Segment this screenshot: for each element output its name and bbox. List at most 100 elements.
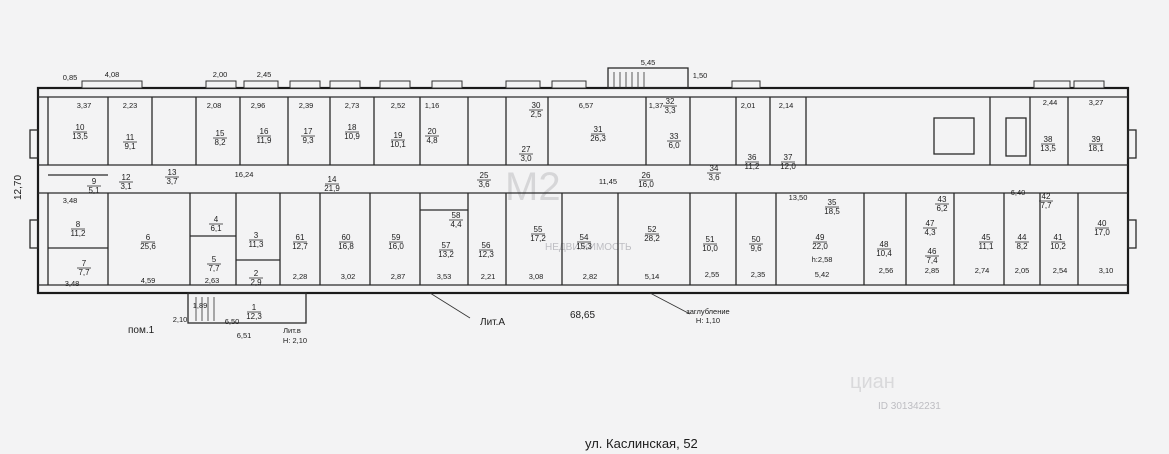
room-30-number: 30 <box>532 101 541 110</box>
room-39-area: 18,1 <box>1088 144 1104 153</box>
room-30-area: 2,5 <box>530 110 542 119</box>
svg-text:2,23: 2,23 <box>123 101 138 110</box>
room-40-number: 40 <box>1098 219 1107 228</box>
interior-walls <box>38 96 1128 286</box>
overall-length: 68,65 <box>570 310 595 321</box>
room-13-area: 3,7 <box>166 177 178 186</box>
room-36-number: 36 <box>748 153 757 162</box>
svg-text:11,45: 11,45 <box>599 177 617 186</box>
svg-text:2,87: 2,87 <box>391 272 406 281</box>
room-58-area: 4,4 <box>450 220 462 229</box>
watermark-brand: циан <box>850 371 895 393</box>
room-31-area: 26,3 <box>590 134 606 143</box>
room-15-number: 15 <box>216 129 225 138</box>
watermark-id: ID 301342231 <box>878 401 941 412</box>
room-6-area: 25,6 <box>140 242 156 251</box>
east-bay-1 <box>1127 129 1137 159</box>
zagl-label: заглубление <box>686 307 729 316</box>
svg-text:2,45: 2,45 <box>257 70 272 79</box>
room-46-area: 7,4 <box>926 256 938 265</box>
svg-text:3,37: 3,37 <box>77 101 92 110</box>
room-3-number: 3 <box>254 231 259 240</box>
room-31-number: 31 <box>594 125 603 134</box>
porch-treads <box>195 297 215 321</box>
svg-text:2,14: 2,14 <box>779 101 794 110</box>
svg-text:2,21: 2,21 <box>481 272 496 281</box>
room-43-area: 6,2 <box>936 204 948 213</box>
room-15-area: 8,2 <box>214 138 226 147</box>
lit-a-label: Лит.А <box>480 317 505 328</box>
svg-text:2,35: 2,35 <box>751 270 766 279</box>
svg-text:6,50: 6,50 <box>225 317 240 326</box>
svg-text:2,63: 2,63 <box>205 276 220 285</box>
address: ул. Каслинская, 52 <box>585 436 698 451</box>
svg-text:2,73: 2,73 <box>345 101 360 110</box>
room-56-area: 12,3 <box>478 250 494 259</box>
lit-a-leader <box>429 292 471 319</box>
room-37-area: 12,0 <box>780 162 796 171</box>
room-46-number: 46 <box>928 247 937 256</box>
room-38-number: 38 <box>1044 135 1053 144</box>
room-27-area: 3,0 <box>520 154 532 163</box>
room-38-area: 13,5 <box>1040 144 1056 153</box>
stair-top <box>607 67 689 89</box>
room-42-number: 42 <box>1042 192 1051 201</box>
room-12-number: 12 <box>122 173 131 182</box>
north-windows <box>81 80 1105 89</box>
svg-text:2,82: 2,82 <box>583 272 598 281</box>
room-8-area: 11,2 <box>71 229 87 238</box>
zagl-height: Н: 1,10 <box>696 316 720 325</box>
svg-text:3,48: 3,48 <box>65 279 80 288</box>
room-1-number: 1 <box>252 303 257 312</box>
pom-label: пом.1 <box>128 325 155 336</box>
room-34-area: 3,6 <box>708 173 720 182</box>
room-59-number: 59 <box>392 233 401 242</box>
room-33-number: 33 <box>670 132 679 141</box>
room-52-number: 52 <box>648 225 657 234</box>
room-47-area: 4,3 <box>924 228 936 237</box>
room-57-number: 57 <box>442 241 451 250</box>
room-45-area: 11,1 <box>979 242 995 251</box>
room-44-number: 44 <box>1018 233 1027 242</box>
room-33-area: 6,0 <box>668 141 680 150</box>
room-4-number: 4 <box>214 215 219 224</box>
svg-text:2,85: 2,85 <box>925 266 940 275</box>
room-40-area: 17,0 <box>1094 228 1110 237</box>
svg-text:5,14: 5,14 <box>645 272 660 281</box>
room-60-number: 60 <box>342 233 351 242</box>
room-2-area: 2,9 <box>250 278 262 287</box>
room-59-area: 16,0 <box>388 242 404 251</box>
svg-text:1,37: 1,37 <box>649 101 664 110</box>
room-10-number: 10 <box>76 123 85 132</box>
room-47-number: 47 <box>926 219 935 228</box>
svg-text:2,54: 2,54 <box>1053 266 1068 275</box>
room-43-number: 43 <box>938 195 947 204</box>
room-1-area: 12,3 <box>246 312 262 321</box>
svg-text:6,57: 6,57 <box>579 101 594 110</box>
svg-text:2,05: 2,05 <box>1015 266 1030 275</box>
east-stair <box>1005 117 1027 157</box>
room-20-area: 4,8 <box>426 136 438 145</box>
room-27-number: 27 <box>522 145 531 154</box>
room-56-number: 56 <box>482 241 491 250</box>
room-54-area: 15,3 <box>576 242 592 251</box>
room-6-number: 6 <box>146 233 151 242</box>
dimension-labels: 0,85 4,08 2,00 2,45 5,45 1,50 3,37 2,23 … <box>63 58 1114 340</box>
svg-text:3,02: 3,02 <box>341 272 356 281</box>
svg-text:5,45: 5,45 <box>641 58 656 67</box>
room-54-number: 54 <box>580 233 589 242</box>
room-19-number: 19 <box>394 131 403 140</box>
svg-text:0,85: 0,85 <box>63 73 78 82</box>
svg-text:2,00: 2,00 <box>213 70 228 79</box>
room-16-area: 11,9 <box>257 136 273 145</box>
lit-v-height: Н: 2,10 <box>283 336 307 345</box>
zagl-leader <box>649 292 691 315</box>
room-11-area: 9,1 <box>124 142 136 151</box>
stair-top-treads <box>613 72 645 88</box>
svg-text:2,74: 2,74 <box>975 266 990 275</box>
svg-text:4,59: 4,59 <box>141 276 156 285</box>
room-17-area: 9,3 <box>302 136 314 145</box>
svg-text:4,08: 4,08 <box>105 70 120 79</box>
svg-text:2,44: 2,44 <box>1043 98 1058 107</box>
